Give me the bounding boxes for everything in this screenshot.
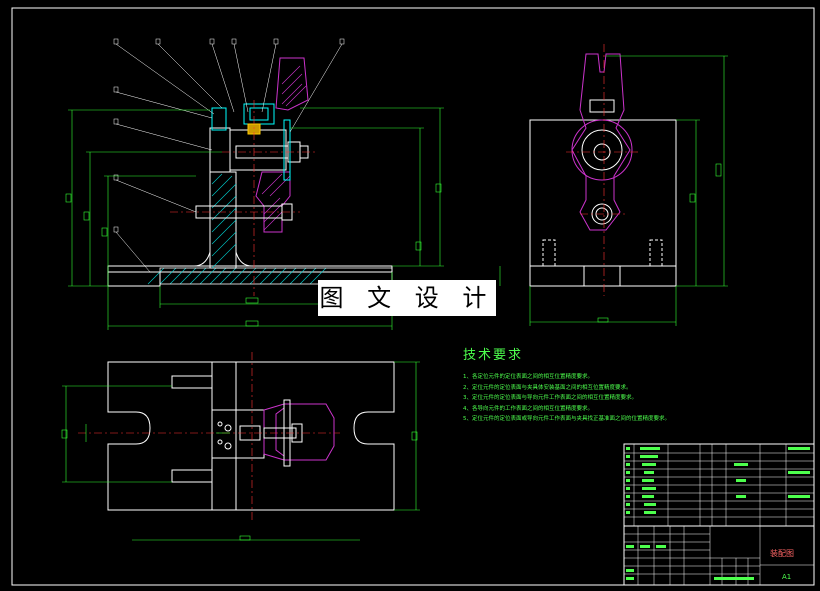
technical-requirements-title: 技术要求 (463, 348, 524, 363)
technical-requirement-item: 5、定位元件的定位表面或导向元件工作表面与夹具找正基准面之间的位置精度要求。 (463, 416, 671, 422)
technical-requirements-list: 1、各定位元件的定位表面之间的相互位置精度要求。 2、定位元件的定位表面与夹具体… (463, 372, 670, 425)
technical-requirement-item: 3、定位元件的定位表面与导向元件工作表面之间的相互位置精度要求。 (463, 395, 638, 401)
drawing-name: 装配图 (770, 549, 794, 558)
top-view (61, 352, 420, 541)
watermark-banner: 图 文 设 计 (318, 280, 496, 316)
front-view (65, 38, 444, 330)
side-view (499, 44, 728, 326)
drawing-frame (11, 7, 815, 586)
sheet-size: A1 (782, 573, 792, 581)
technical-requirement-item: 1、各定位元件的定位表面之间的相互位置精度要求。 (463, 374, 594, 380)
parts-list (623, 443, 815, 586)
technical-requirement-item: 4、各导向元件的工作表面之间的相互位置精度要求。 (463, 405, 594, 412)
technical-requirement-item: 2、定位元件的定位表面与夹具体安装基面之间的相互位置精度要求。 (463, 384, 632, 391)
